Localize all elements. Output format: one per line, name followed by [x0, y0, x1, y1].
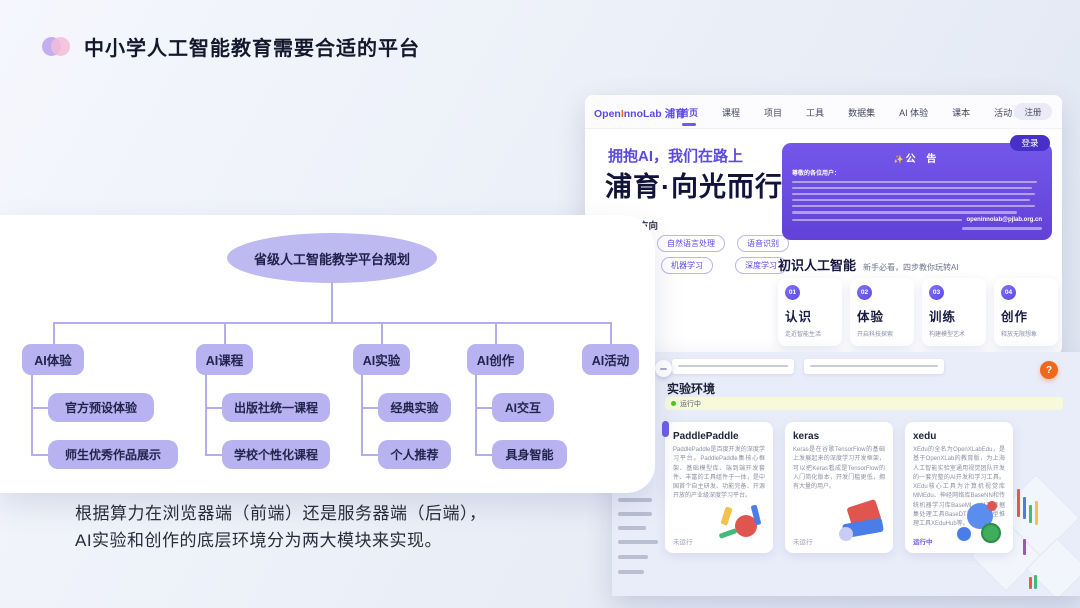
flowchart-node-ai-experiments: AI实验	[353, 344, 410, 375]
title-dot-pink-icon	[51, 37, 70, 56]
footer-note: 根据算力在浏览器端（前端）还是服务器端（后端）， AI实验和创作的底层环境分为两…	[75, 504, 487, 550]
step-card-train[interactable]: 03 训练 构建模型艺术	[922, 278, 986, 346]
flowchart-subnode: 经典实验	[378, 393, 451, 422]
sidebar-item-stub[interactable]	[618, 570, 644, 574]
nav-item-activities[interactable]: 活动	[994, 107, 1013, 118]
step-number-badge: 04	[1001, 285, 1016, 300]
sparkle-icon: ✨	[893, 155, 904, 164]
flowchart-subnode: 个人推荐	[378, 440, 451, 469]
announcement-text-line	[792, 180, 1037, 184]
flowchart-subnode: 官方预设体验	[48, 393, 154, 422]
help-badge[interactable]: ?	[1040, 361, 1058, 379]
status-dot-icon	[671, 401, 676, 406]
nav-item-projects[interactable]: 项目	[764, 107, 783, 118]
env-status-bar: 运行中	[665, 397, 1063, 410]
announcement-greeting: 尊敬的各位用户：	[792, 171, 841, 177]
announcement-signoff-line	[962, 227, 1042, 230]
step-number-badge: 02	[857, 285, 872, 300]
tag-machine-learning[interactable]: 机器学习	[661, 257, 713, 274]
nav-item-ai-experience[interactable]: AI 体验	[899, 107, 929, 118]
tag-nlp[interactable]: 自然语言处理	[657, 235, 725, 252]
flowchart-node-ai-creation: AI创作	[467, 344, 524, 375]
step-card-recognize[interactable]: 01 认识 走近智能生活	[778, 278, 842, 346]
step-number-badge: 03	[929, 285, 944, 300]
flowchart-panel: 省级人工智能教学平台规划 AI体验 AI课程 AI实验 AI创作 AI活动 官方…	[0, 215, 655, 493]
flowchart-subnode: 师生优秀作品展示	[48, 440, 178, 469]
announcement-text-line	[792, 204, 1035, 208]
page-title: 中小学人工智能教育需要合适的平台	[84, 38, 420, 60]
banner-subtitle: 拥抱AI，我们在路上	[608, 148, 744, 165]
intro-section-subtitle: 新手必看，四步教你玩转AI	[863, 263, 959, 272]
collapse-button[interactable]	[655, 360, 672, 377]
nav-item-datasets[interactable]: 数据集	[848, 107, 876, 118]
flowchart-subnode: 出版社统一课程	[222, 393, 330, 422]
sidebar-item-stub[interactable]	[618, 555, 648, 559]
announcement-text-line	[792, 192, 1035, 196]
sidebar-item-stub[interactable]	[618, 540, 658, 544]
step-card-experience[interactable]: 02 体验 开启科技探索	[850, 278, 914, 346]
flowchart-node-ai-experience: AI体验	[22, 344, 84, 375]
scroll-indicator[interactable]	[662, 421, 669, 437]
flowchart-root-node: 省级人工智能教学平台规划	[227, 233, 437, 283]
nav-item-home[interactable]: 首页	[680, 107, 699, 126]
flowchart-subnode: 学校个性化课程	[222, 440, 330, 469]
intro-section-title: 初识人工智能	[778, 258, 857, 273]
register-button[interactable]: 注册	[1014, 103, 1052, 120]
platform-screenshot-bottom: ? 实验环境 运行中 PaddlePaddle PaddlePaddle是百度开…	[612, 352, 1080, 596]
env-card-keras[interactable]: keras Keras是在谷歌TensorFlow的基础上发展起来的深度学习开发…	[785, 422, 893, 553]
step-number-badge: 01	[785, 285, 800, 300]
announcement-email: openinnolab@pjlab.org.cn	[966, 217, 1042, 224]
sidebar-item-stub[interactable]	[618, 526, 646, 530]
banner-title: 浦育·向光而行	[605, 172, 783, 202]
step-card-create[interactable]: 04 创作 释放无限想象	[994, 278, 1058, 346]
isometric-decoration	[970, 427, 1080, 596]
notice-box-left	[672, 359, 794, 374]
flowchart-node-ai-activities: AI活动	[582, 344, 639, 375]
slide-header: 中小学人工智能教育需要合适的平台	[42, 32, 420, 61]
tag-deep-learning[interactable]: 深度学习	[735, 257, 787, 274]
main-nav: 首页 课程 项目 工具 数据集 AI 体验 课本 活动	[680, 95, 1012, 129]
announcement-text-line	[792, 186, 1032, 190]
card-illustration	[957, 501, 1009, 547]
nav-item-tools[interactable]: 工具	[806, 107, 825, 118]
flowchart-subnode: 具身智能	[492, 440, 567, 469]
nav-item-textbook[interactable]: 课本	[952, 107, 971, 118]
login-button[interactable]: 登录	[1010, 135, 1050, 151]
flowchart-node-ai-courses: AI课程	[196, 344, 253, 375]
nav-item-courses[interactable]: 课程	[722, 107, 741, 118]
announcement-panel: ✨公 告 尊敬的各位用户： openinnolab@pjlab.org.cn	[782, 143, 1052, 240]
announcement-title: ✨公 告	[893, 154, 941, 165]
announcement-text-line	[792, 218, 963, 222]
env-section-title: 实验环境	[667, 382, 716, 396]
sidebar-item-stub[interactable]	[618, 498, 652, 502]
notice-box-right	[804, 359, 944, 374]
tag-speech-recognition[interactable]: 语音识别	[737, 235, 789, 252]
card-illustration	[717, 501, 769, 547]
env-card-xedu[interactable]: xedu XEdu的全名为OpenXLabEdu，是基于OpenXLab的教育版…	[905, 422, 1013, 553]
sidebar-item-stub[interactable]	[618, 512, 652, 516]
card-illustration	[837, 498, 889, 547]
announcement-text-line	[792, 211, 1017, 214]
env-card-paddlepaddle[interactable]: PaddlePaddle PaddlePaddle是百度开发的深度学习平台。Pa…	[665, 422, 773, 553]
announcement-text-line	[792, 198, 1030, 202]
flowchart-subnode: AI交互	[492, 393, 554, 422]
